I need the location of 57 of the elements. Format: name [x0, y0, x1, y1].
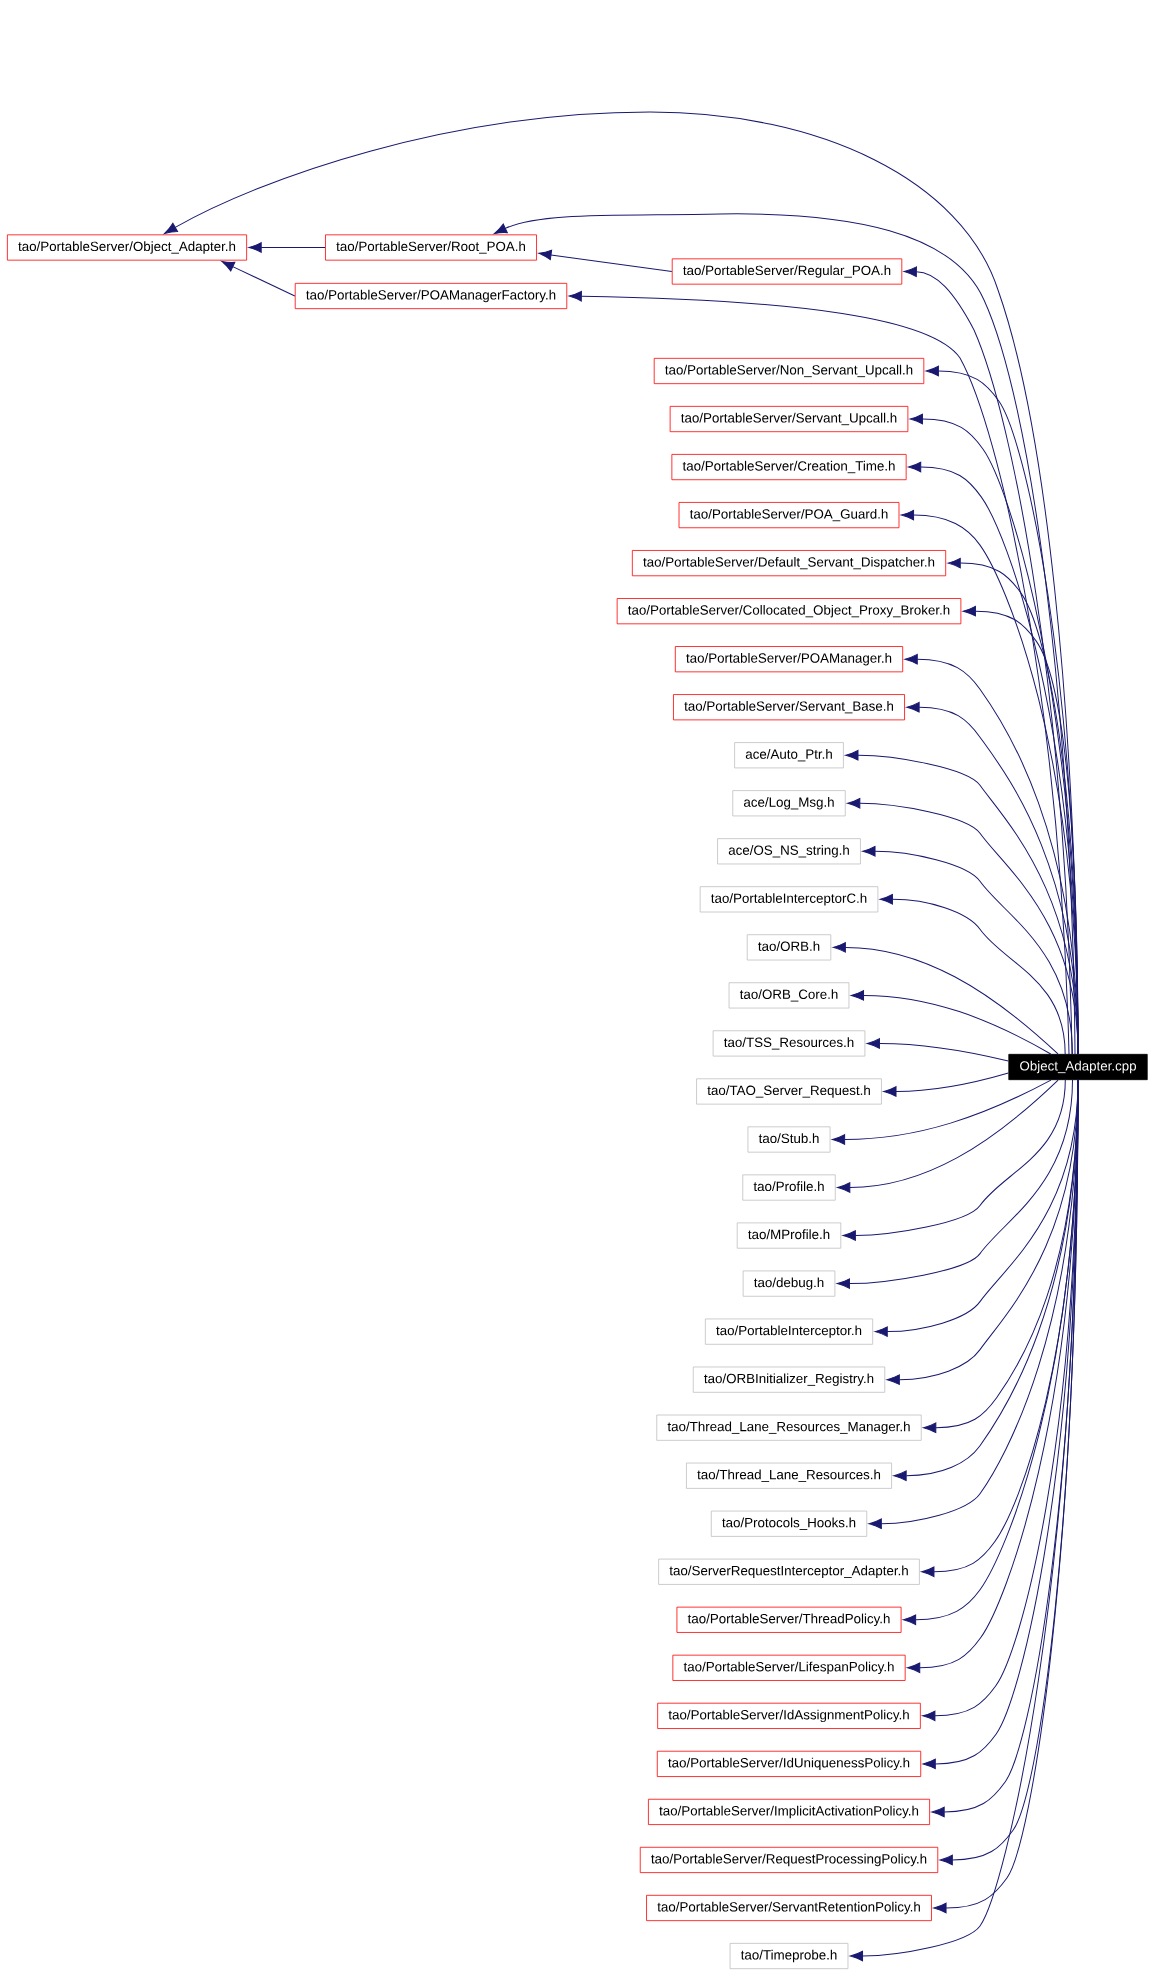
arrow — [568, 290, 1070, 1055]
arrow — [883, 1072, 1009, 1097]
file-box: tao/PortableServer/IdUniquenessPolicy.h — [656, 1750, 922, 1777]
file-box: tao/PortableServer/ServantRetentionPolicy.h — [646, 1894, 932, 1922]
file-box: tao/PortableServer/RequestProcessingPolicy.h — [639, 1846, 939, 1873]
arrow — [849, 1079, 1079, 1962]
file-box: tao/TSS_Resources.h — [712, 1030, 866, 1057]
file-box: tao/PortableServer/ThreadPolicy.h — [676, 1606, 902, 1633]
file-box: tao/PortableInterceptorC.h — [699, 886, 879, 913]
file-box: tao/ORB_Core.h — [728, 982, 850, 1009]
arrow — [903, 266, 1073, 1055]
arrow — [832, 1079, 1052, 1145]
arrow — [850, 990, 1052, 1055]
file-box: tao/ServerRequestInterceptor_Adapter.h — [658, 1558, 920, 1585]
file-box: tao/PortableInterceptor.h — [704, 1318, 874, 1345]
arrow — [248, 242, 326, 253]
arrow — [866, 1038, 1009, 1062]
file-box: tao/PortableServer/Creation_Time.h — [671, 454, 907, 481]
file-box: tao/PortableServer/LifespanPolicy.h — [672, 1654, 906, 1681]
arrow — [842, 1079, 1066, 1241]
file-box: tao/TAO_Server_Request.h — [696, 1078, 882, 1105]
file-box: tao/PortableServer/Servant_Upcall.h — [669, 405, 909, 433]
file-box: ace/Log_Msg.h — [732, 790, 846, 817]
file-box: tao/PortableServer/Default_Servant_Dispatcher.h — [631, 550, 947, 577]
file-box: tao/PortableServer/ImplicitActivationPolicy.h — [648, 1798, 930, 1825]
arrow — [832, 942, 1059, 1055]
arrow — [538, 249, 673, 272]
file-box: tao/PortableServer/Non_Servant_Upcall.h — [653, 357, 925, 385]
file-box: tao/Stub.h — [747, 1126, 831, 1153]
file-box: tao/PortableServer/IdAssignmentPolicy.h — [657, 1702, 921, 1729]
file-box: tao/ORBInitializer_Registry.h — [692, 1366, 886, 1393]
arrow — [862, 846, 1073, 1055]
file-box: tao/MProfile.h — [736, 1222, 842, 1249]
arrow — [847, 798, 1079, 1055]
arrow — [837, 1079, 1059, 1193]
file-box: tao/debug.h — [742, 1270, 836, 1297]
arrow — [836, 1079, 1073, 1289]
file-box: tao/PortableServer/POAManager.h — [674, 646, 904, 673]
file-box: tao/PortableServer/Regular_POA.h — [671, 258, 903, 285]
file-box: tao/PortableServer/Root_POA.h — [325, 234, 537, 261]
file-box: tao/PortableServer/Object_Adapter.h — [6, 234, 248, 261]
arrow — [879, 894, 1066, 1055]
file-box: ace/OS_NS_string.h — [717, 838, 861, 865]
arrow — [493, 213, 1076, 1055]
source-file-box: Object_Adapter.cpp — [1008, 1053, 1148, 1081]
file-box: tao/Thread_Lane_Resources_Manager.h — [656, 1414, 922, 1441]
file-box: tao/Thread_Lane_Resources.h — [686, 1462, 892, 1489]
arrow — [221, 260, 296, 297]
file-box: tao/ORB.h — [746, 934, 832, 961]
file-box: tao/Profile.h — [742, 1174, 836, 1201]
file-box: ace/Auto_Ptr.h — [734, 742, 844, 769]
file-box: tao/Protocols_Hooks.h — [710, 1510, 868, 1537]
file-box: tao/Timeprobe.h — [729, 1942, 849, 1970]
file-box: tao/PortableServer/Collocated_Object_Proxy_Broker.h — [616, 598, 962, 625]
file-box: tao/PortableServer/POA_Guard.h — [678, 502, 900, 529]
file-box: tao/PortableServer/POAManagerFactory.h — [294, 282, 568, 310]
file-box: tao/PortableServer/Servant_Base.h — [673, 694, 905, 721]
